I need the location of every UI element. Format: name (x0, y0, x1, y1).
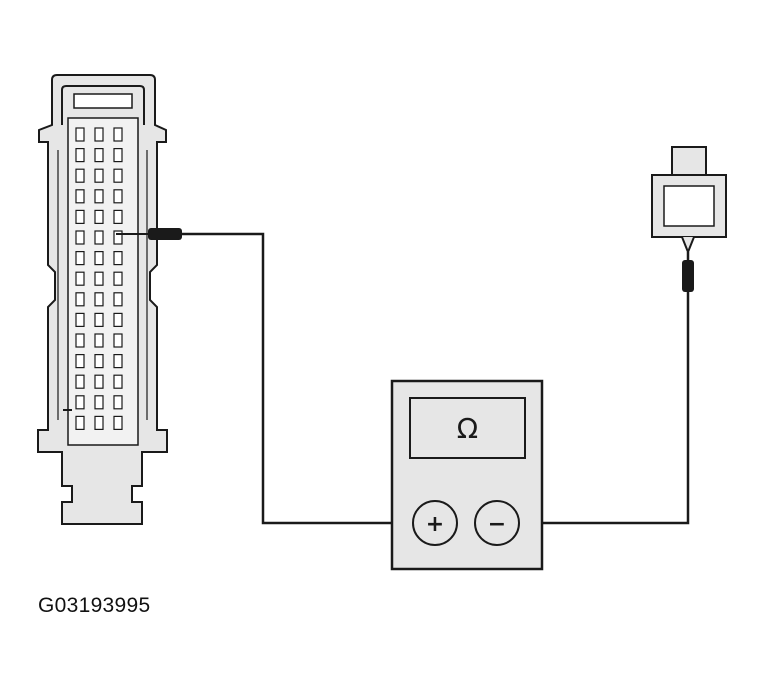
connector-pin-cavity (94, 271, 104, 286)
connector-pin-cavity (94, 189, 104, 204)
connector-pin-cavity (94, 127, 104, 142)
connector-pin-cavity (94, 251, 104, 266)
connector-pin-cavity (113, 395, 123, 410)
sensor-connector-top (671, 146, 707, 176)
connector-pin-cavity (94, 333, 104, 348)
connector-pin-cavity (75, 189, 85, 204)
connector-pin-cavity (94, 148, 104, 163)
sensor-connector-neck (681, 236, 695, 255)
connector-pin-cavity (113, 333, 123, 348)
sensor-connector-face (663, 185, 715, 227)
negative-terminal-label: − (488, 512, 506, 537)
connector-pin-cavity (113, 354, 123, 369)
connector-pin-cavity (75, 148, 85, 163)
connector-pin-cavity (75, 354, 85, 369)
connector-latch-slot (73, 93, 133, 109)
ohmmeter-display-symbol: Ω (457, 412, 478, 445)
connector-pin-cavity (113, 148, 123, 163)
connector-pin-cavity (75, 415, 85, 430)
connector-pin-cavity (75, 333, 85, 348)
connector-pin-cavity (75, 127, 85, 142)
connector-pin-cavity (75, 271, 85, 286)
connector-pin-cavity (113, 189, 123, 204)
connector-pin-cavity (75, 292, 85, 307)
ohmmeter: Ω + − (390, 379, 544, 571)
connector-pin-cavity (94, 230, 104, 245)
connector-pin-cavity (75, 374, 85, 389)
positive-terminal-label: + (426, 512, 444, 537)
ohmmeter-display (409, 397, 526, 459)
connector-pin-cavity (113, 230, 123, 245)
connector-pin-cavity (75, 395, 85, 410)
connector-pin-cavity (94, 292, 104, 307)
figure-id-label: G03193995 (38, 594, 151, 617)
positive-terminal-jack (412, 500, 458, 546)
connector-pin-cavity (94, 354, 104, 369)
connector-pin-cavity (94, 395, 104, 410)
connector-pin-cavity (75, 168, 85, 183)
positive-lead-wire (182, 232, 413, 525)
connector-pin-cavity (113, 415, 123, 430)
connector-pin-cavity (113, 251, 123, 266)
connector-pin-grid (75, 127, 123, 430)
connector-pin-cavity (113, 312, 123, 327)
connector-pin-cavity (75, 230, 85, 245)
connector-latch (61, 85, 145, 125)
negative-lead-wire (518, 292, 690, 525)
negative-probe (682, 260, 694, 292)
connector-pin-cavity (94, 312, 104, 327)
connector-pin-cavity (94, 374, 104, 389)
sensor-connector (651, 146, 727, 255)
connector-pin-cavity (94, 415, 104, 430)
connector-pin-cavity (113, 271, 123, 286)
connector-pin-cavity (113, 168, 123, 183)
connector-pin-cavity (113, 374, 123, 389)
positive-probe-handle (148, 228, 182, 240)
connector-pin-cavity (75, 312, 85, 327)
connector-pin-cavity (94, 168, 104, 183)
negative-terminal-jack (474, 500, 520, 546)
connector-pin-cavity (113, 127, 123, 142)
connector-pin-cavity (94, 209, 104, 224)
connector-pin-cavity (75, 251, 85, 266)
connector-pin-cavity (113, 209, 123, 224)
positive-probe (116, 228, 182, 240)
connector-pin-cavity (75, 209, 85, 224)
negative-probe-handle (682, 260, 694, 292)
connector-pin-cavity (113, 292, 123, 307)
